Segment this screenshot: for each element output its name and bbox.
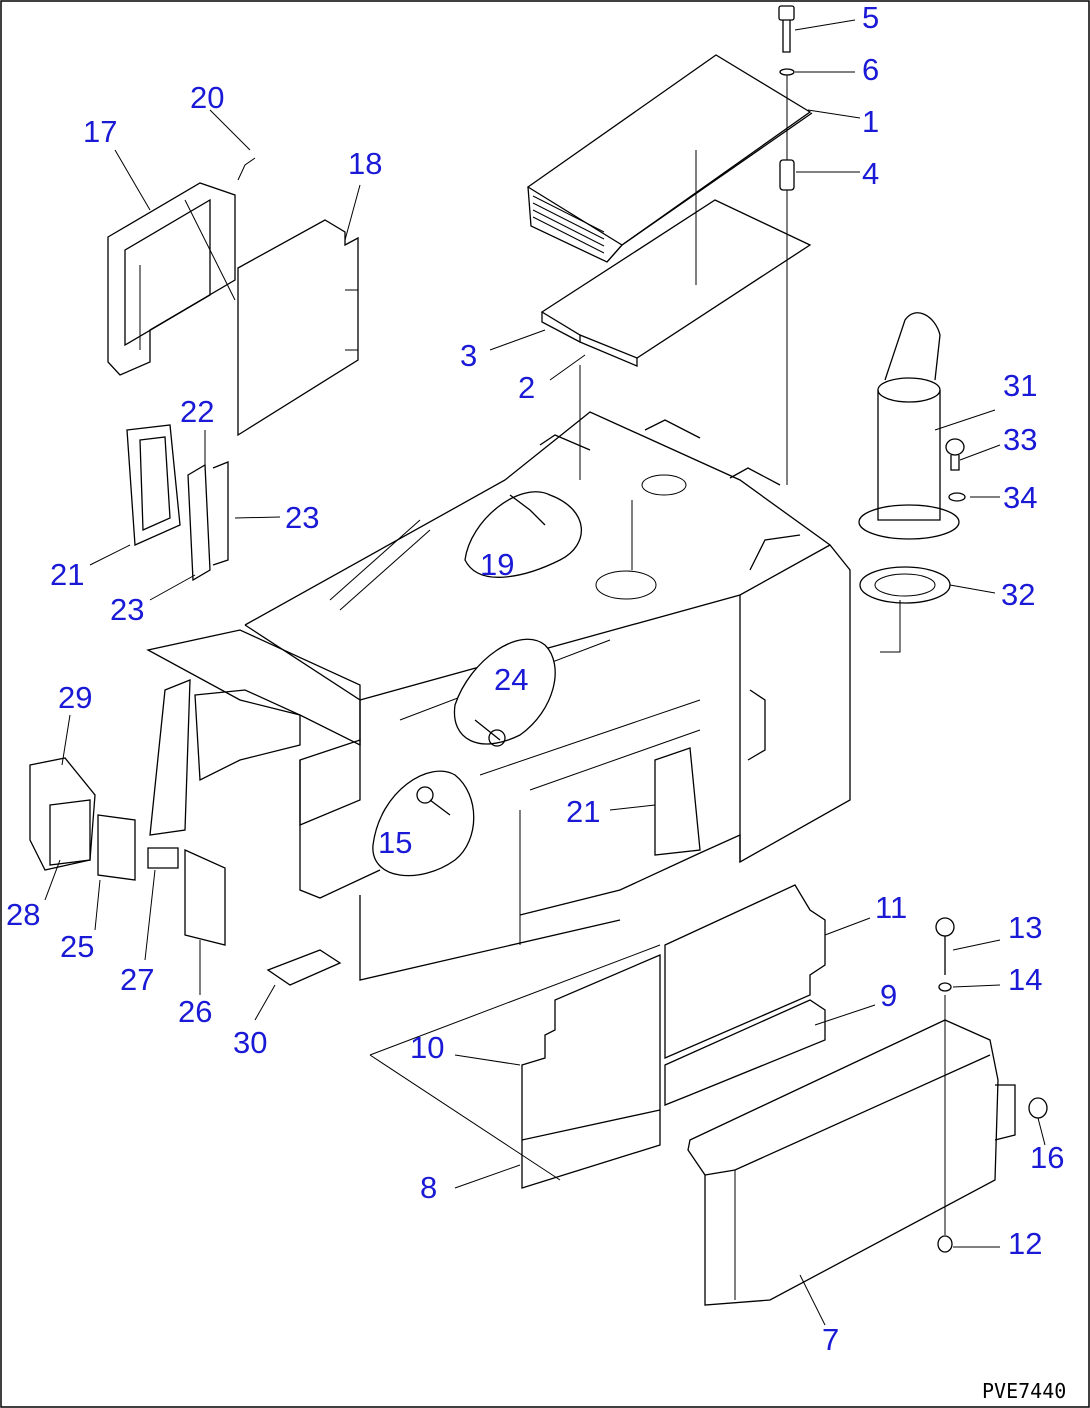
side-plate-part <box>237 219 359 437</box>
callout-label: 21 <box>50 557 84 592</box>
drawing-code: PVE7440 <box>982 1379 1066 1403</box>
callout-label: 6 <box>862 52 879 87</box>
small-panels-part <box>126 424 229 582</box>
callout-label: 23 <box>285 500 319 535</box>
leader-lines <box>44 19 1046 1326</box>
callout-label: 9 <box>880 978 897 1013</box>
callout-label: 22 <box>180 394 214 429</box>
callout-label: 14 <box>1008 962 1042 997</box>
guard-frame-part <box>107 157 256 376</box>
callout-label: 30 <box>233 1025 267 1060</box>
callout-label: 29 <box>58 680 92 715</box>
exhaust-pipe-part <box>858 312 966 653</box>
callout-label: 25 <box>60 929 94 964</box>
callout-labels: 1 2 3 4 5 6 7 8 9 10 11 12 13 14 15 16 1… <box>6 0 1064 1357</box>
callout-label: 33 <box>1003 422 1037 457</box>
callout-label: 8 <box>420 1170 437 1205</box>
callout-label: 31 <box>1003 368 1037 403</box>
callout-label: 11 <box>875 890 907 925</box>
callout-label: 21 <box>566 794 600 829</box>
callout-label: 1 <box>862 104 879 139</box>
callout-label: 24 <box>494 662 528 697</box>
fender-part <box>687 1019 1048 1306</box>
callout-label: 2 <box>518 370 535 405</box>
callout-label: 27 <box>120 962 154 997</box>
callout-label: 13 <box>1008 910 1042 945</box>
detail-balloons <box>372 491 583 877</box>
callout-label: 18 <box>348 146 382 181</box>
callout-label: 32 <box>1001 577 1035 612</box>
left-brackets-part <box>29 629 361 986</box>
callout-label: 5 <box>862 0 879 35</box>
callout-label: 7 <box>822 1322 839 1357</box>
callout-label: 19 <box>480 547 514 582</box>
callout-label: 28 <box>6 897 40 932</box>
callout-label: 26 <box>178 994 212 1029</box>
pin-part <box>935 917 955 1253</box>
top-cover-part <box>526 54 813 285</box>
callout-label: 4 <box>862 156 879 191</box>
callout-label: 15 <box>378 825 412 860</box>
callout-label: 10 <box>410 1030 444 1065</box>
lower-plate-part <box>540 199 812 367</box>
callout-label: 20 <box>190 80 224 115</box>
side-panels-part <box>369 884 826 1189</box>
bolt-stack-part <box>778 5 795 485</box>
callout-label: 34 <box>1003 480 1037 515</box>
callout-label: 12 <box>1008 1226 1042 1261</box>
callout-label: 3 <box>460 338 477 373</box>
main-frame-part <box>244 365 851 981</box>
callout-label: 17 <box>83 114 117 149</box>
callout-label: 23 <box>110 592 144 627</box>
callout-label: 16 <box>1030 1140 1064 1175</box>
